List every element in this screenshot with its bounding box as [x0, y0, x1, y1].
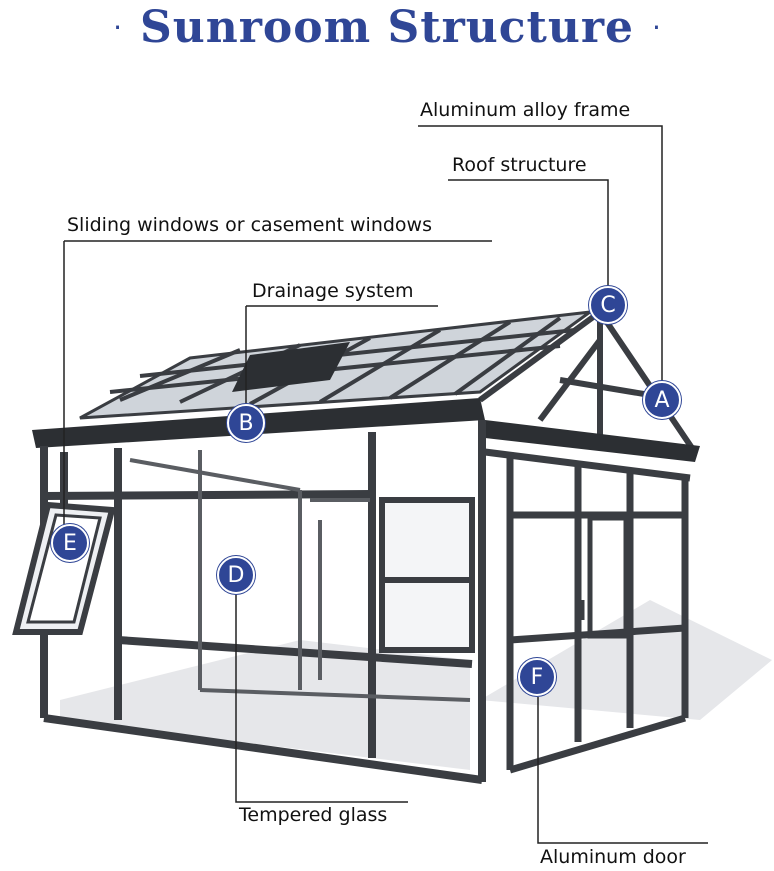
badge-a: A — [643, 381, 681, 419]
page-title: Sunroom Structure — [139, 1, 635, 53]
label-roof-structure: Roof structure — [452, 154, 587, 176]
label-aluminum-alloy-frame: Aluminum alloy frame — [420, 99, 631, 121]
title-dot-left: · — [113, 10, 122, 44]
badge-b: B — [227, 404, 265, 442]
front-window — [379, 497, 475, 653]
label-tempered-glass: Tempered glass — [239, 804, 388, 826]
label-aluminum-door: Aluminum door — [540, 846, 686, 868]
roof-vent — [232, 342, 350, 392]
badge-f: F — [518, 658, 556, 696]
label-drainage-system: Drainage system — [252, 280, 414, 302]
ground-shadow — [60, 600, 772, 770]
badge-e: E — [51, 524, 89, 562]
side-door — [579, 515, 629, 639]
badge-c: C — [589, 286, 627, 324]
side-wall-frame — [484, 448, 691, 774]
title-row: · Sunroom Structure · — [0, 0, 774, 54]
rear-frame — [129, 450, 471, 702]
label-sliding-windows: Sliding windows or casement windows — [67, 214, 432, 236]
badge-d: D — [217, 556, 255, 594]
leader-lines — [63, 125, 708, 844]
title-dot-right: · — [652, 10, 661, 44]
